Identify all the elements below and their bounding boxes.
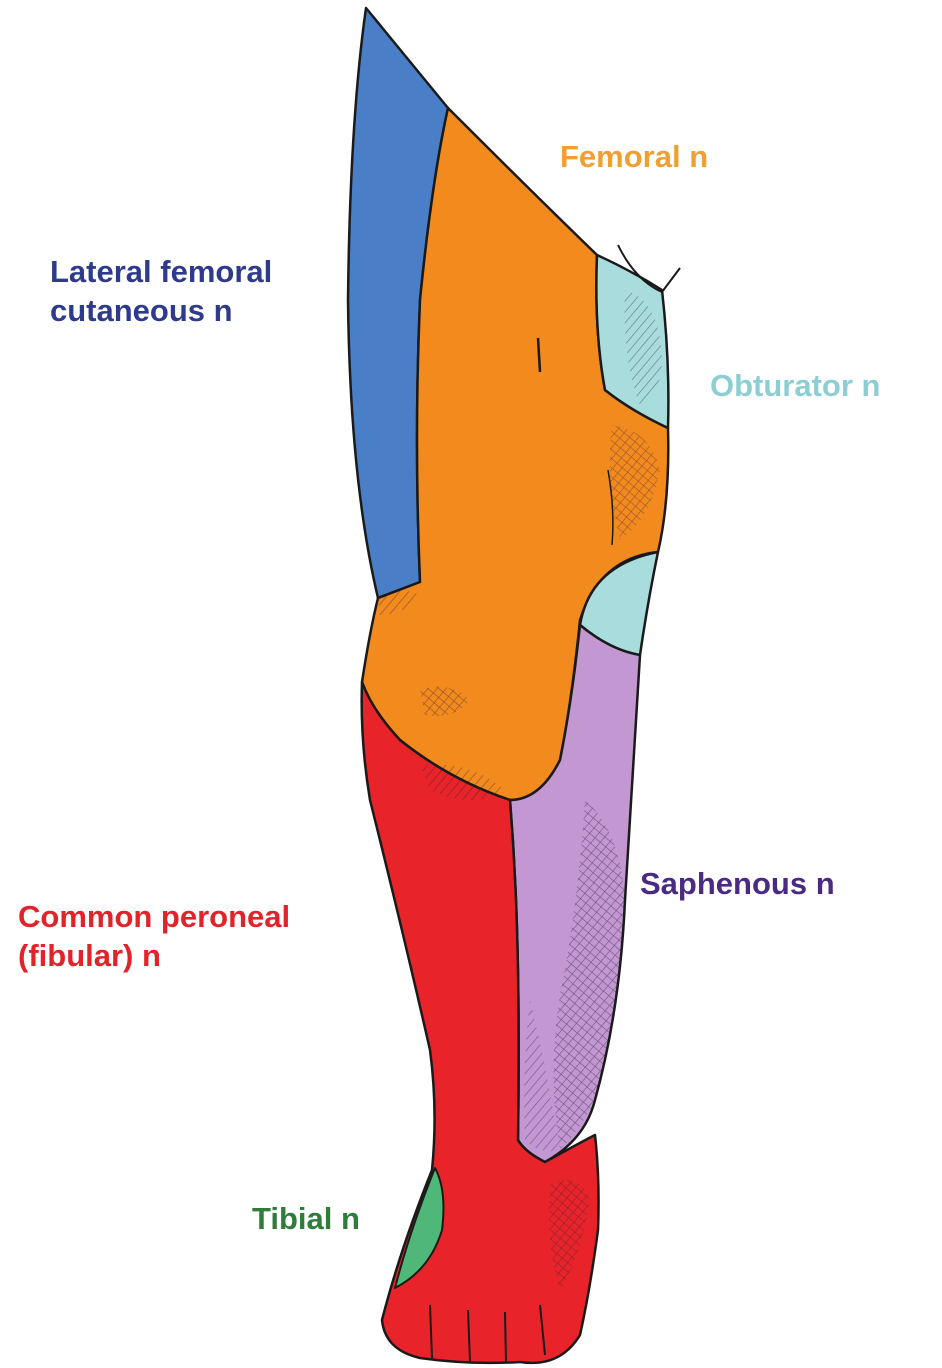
- common-peroneal-label: Common peroneal (fibular) n: [18, 898, 290, 976]
- lateral-femoral-cutaneous-label: Lateral femoral cutaneous n: [50, 253, 272, 331]
- obturator-label: Obturator n: [710, 367, 881, 406]
- lateral-femoral-cutaneous-label-line2: cutaneous n: [50, 292, 272, 331]
- tibial-label: Tibial n: [252, 1200, 360, 1239]
- lateral-femoral-cutaneous-label-line1: Lateral femoral: [50, 253, 272, 292]
- saphenous-label: Saphenous n: [640, 865, 835, 904]
- common-peroneal-label-line2: (fibular) n: [18, 937, 290, 976]
- common-peroneal-label-line1: Common peroneal: [18, 898, 290, 937]
- femoral-label: Femoral n: [560, 138, 708, 177]
